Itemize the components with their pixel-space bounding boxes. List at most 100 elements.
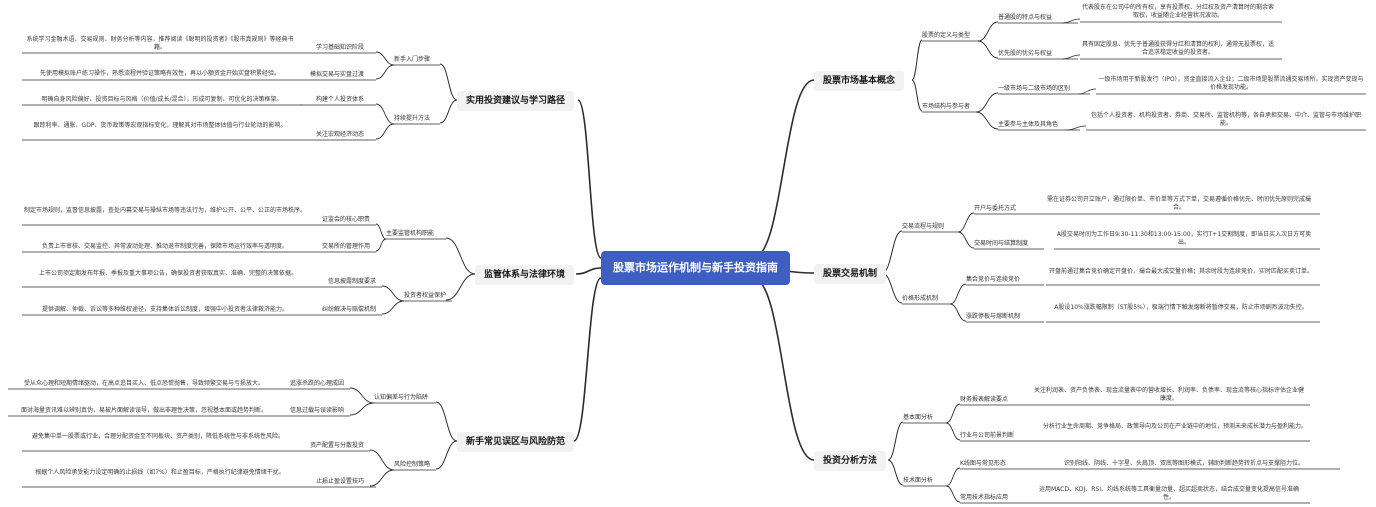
connector-12 — [975, 92, 999, 113]
connector-62 — [375, 51, 395, 66]
connector-79 — [375, 238, 387, 252]
topic-common-stock[interactable]: 普通股的特点与权益 — [998, 14, 1053, 21]
leaf-csrc: 制定市场规则，监督信息披露，查处内幕交易与操纵市场等违法行为，维护公开、公平、公… — [23, 207, 306, 214]
connector-21 — [1065, 125, 1087, 131]
connector-75 — [445, 273, 476, 301]
branch-practical[interactable]: 实用投资建议与学习路径 — [457, 91, 575, 111]
connector-19 — [1061, 54, 1081, 60]
leaf-invest-system: 明确自身风险偏好、投资目标与风格（价值/成长/混合），形成可复制、可优化的决策框… — [41, 96, 283, 103]
leaf-simulation: 先使用模拟账户练习操作，熟悉流程并验证策略有效性，再以小额资金开始实盘积累经验。 — [39, 70, 280, 77]
topic-price-formation[interactable]: 价格形成机制 — [902, 295, 939, 302]
topic-learn-basics[interactable]: 学习基础知识阶段 — [316, 44, 365, 51]
topic-trading-flow[interactable]: 交易流程与规则 — [902, 223, 945, 230]
connector-59 — [439, 99, 458, 124]
connector-64 — [375, 103, 395, 125]
topic-beginner-steps[interactable]: 新手入门步骤 — [394, 56, 431, 63]
connector-47 — [945, 422, 961, 441]
leaf-herd: 受从众心理和短期情绪驱动，在高点追目买入、低点恐慌抛售，导致频繁交易与亏损放大。 — [23, 380, 264, 387]
leaf-auction: 开盘前通过集合竞价确定开盘价，撮合最大成交量价格；其余时段为连续竞价，实时匹配买… — [1048, 268, 1313, 275]
topic-account-order[interactable]: 开户与委托方式 — [974, 205, 1017, 212]
topic-price-limit[interactable]: 涨跌停板与熔断机制 — [966, 313, 1021, 320]
branch-trading[interactable]: 股票交易机制 — [814, 264, 887, 284]
topic-stock-definition[interactable]: 股票的定义与类型 — [922, 32, 971, 39]
topic-kline[interactable]: K线图与常见形态 — [960, 460, 1006, 467]
leaf-common-stock: 代表股东在公司中的所有权，享有投票权、分红权及资产清算时的剩余索取权，收益随企业… — [1081, 4, 1274, 19]
connector-6 — [911, 39, 923, 81]
topic-continuous-improve[interactable]: 持续提升方法 — [394, 115, 431, 122]
leaf-diversify: 避免集中单一股票或行业，合理分配资金至不同板块、资产类别，降低系统性与非系统性风… — [31, 433, 284, 440]
topic-macro[interactable]: 关注宏观经济动态 — [316, 131, 365, 138]
leaf-info-overload: 面对海量资讯难以辨别真伪，易被片面解读误导，做出非理性决策，忽视基本面或趋势判断… — [20, 407, 267, 414]
connector-10 — [977, 21, 999, 42]
connector-90 — [435, 401, 458, 442]
topic-financial-statements[interactable]: 财务报表解读要点 — [960, 396, 1009, 403]
connector-80 — [381, 285, 405, 302]
connector-78 — [375, 223, 387, 240]
connector-30 — [957, 212, 975, 233]
central-topic[interactable]: 股票市场运作机制与新手投资指南 — [601, 251, 790, 285]
topic-market-structure[interactable]: 市场结构与参与者 — [922, 103, 971, 110]
leaf-learn-basics: 系统学习金融术语、交易规则、财务分析等内容，推荐阅读《聪明的投资者》《股市真规则… — [26, 36, 294, 51]
connector-20 — [1077, 88, 1097, 95]
connector-65 — [375, 123, 395, 140]
topic-diversify[interactable]: 资产配置与分散投资 — [310, 442, 365, 449]
connector-13 — [975, 111, 999, 130]
connector-3 — [577, 99, 602, 259]
connector-63 — [375, 64, 395, 80]
topic-csrc[interactable]: 证监会的核心职责 — [322, 216, 371, 223]
topic-technical[interactable]: 技术面分析 — [903, 477, 934, 484]
topic-fundamental[interactable]: 基本面分析 — [903, 414, 934, 421]
topic-info-overload[interactable]: 信息过载与误读影响 — [290, 407, 345, 414]
topic-cognitive-bias[interactable]: 认知偏差与行为陷阱 — [374, 394, 429, 401]
topic-investor-protection[interactable]: 投资者权益保护 — [404, 292, 447, 299]
branch-analysis[interactable]: 投资分析方法 — [814, 451, 887, 471]
connector-74 — [445, 237, 476, 275]
leaf-kline: 识别阳线、阴线、十字星、头肩顶、双底等图形模式，辅助判断趋势转折点与支撑阻力位。 — [1063, 460, 1304, 467]
leaf-stop-loss: 根据个人风险承受能力设定明确的止损线（如7%）和止盈目标，严格执行纪律避免情绪干… — [35, 469, 285, 476]
topic-industry-outlook[interactable]: 行业与公司前景判断 — [960, 432, 1015, 439]
topic-preferred-stock[interactable]: 优先股的优劣与权益 — [998, 50, 1053, 57]
connector-11 — [977, 40, 999, 59]
leaf-preferred-stock: 具有固定股息、优先于普通股获得分红和清算的权利，通常无投票权，适合追求稳定收益的… — [1081, 41, 1274, 56]
topic-regulators[interactable]: 主要监管机构职能 — [386, 230, 435, 237]
connector-94 — [349, 387, 375, 404]
topic-trading-time[interactable]: 交易时间与结算制度 — [974, 240, 1029, 247]
connector-4 — [575, 267, 602, 275]
connector-18 — [1061, 18, 1081, 24]
connector-42 — [887, 421, 904, 461]
connector-7 — [911, 79, 923, 112]
connector-2 — [752, 277, 815, 461]
branch-basic-concepts[interactable]: 股票市场基本概念 — [814, 71, 905, 91]
leaf-price-limit: A股设10%涨跌幅限制（ST股5%），极端行情下触发熔断将暂停交易，防止市场剧烈… — [1054, 304, 1308, 311]
connector-5 — [573, 277, 602, 442]
connector-33 — [949, 303, 967, 322]
topic-indicators[interactable]: 常用技术指标应用 — [960, 494, 1009, 501]
topic-simulation[interactable]: 模拟交易与实盘过渡 — [310, 71, 365, 78]
leaf-participants: 包括个人投资者、机构投资者、券商、交易所、监管机构等，各自承担交易、中介、监管与… — [1090, 112, 1361, 127]
topic-dispute[interactable]: 纠纷解决与赔偿机制 — [322, 306, 377, 313]
topic-stop-loss[interactable]: 止损止盈设置技巧 — [316, 478, 365, 485]
topic-herd[interactable]: 追涨杀跌的心理成因 — [290, 380, 345, 387]
leaf-trading-time: A股交易时间为工作日9:30-11:30和13:00-15:00，实行T+1交割… — [1056, 231, 1312, 246]
branch-regulation[interactable]: 监管体系与法律环境 — [475, 265, 575, 285]
connector-91 — [435, 440, 458, 470]
connector-81 — [381, 300, 405, 315]
topic-disclosure[interactable]: 信息披露制度要求 — [328, 278, 377, 285]
topic-risk-control[interactable]: 风险控制策略 — [394, 461, 431, 468]
topic-invest-system[interactable]: 构建个人投资体系 — [316, 96, 365, 103]
connector-95 — [349, 402, 375, 416]
connector-58 — [439, 63, 458, 101]
connector-0 — [752, 79, 815, 259]
connector-31 — [957, 231, 975, 249]
topic-participants[interactable]: 主要参与主体及其角色 — [998, 121, 1059, 128]
leaf-macro: 跟踪利率、通胀、GDP、货币政策等宏观指标变化，理解其对市场整体估值与行业轮动的… — [33, 122, 287, 129]
topic-exchange[interactable]: 交易所的管理作用 — [322, 243, 371, 250]
leaf-dispute: 提供调解、仲裁、诉讼等多种维权途径，支持集体诉讼制度，增强中小投资者法律救济能力… — [41, 306, 288, 313]
topic-auction[interactable]: 集合竞价与连续竞价 — [966, 276, 1021, 283]
connector-48 — [945, 467, 961, 487]
topic-primary-secondary[interactable]: 一级市场与二级市场的区别 — [998, 85, 1071, 92]
branch-risk[interactable]: 新手常见误区与风险防范 — [457, 432, 575, 452]
connector-43 — [887, 459, 904, 486]
leaf-disclosure: 上市公司须定期发布年报、季报及重大事项公告，确保投资者获取真实、准确、完整的决策… — [38, 270, 297, 277]
